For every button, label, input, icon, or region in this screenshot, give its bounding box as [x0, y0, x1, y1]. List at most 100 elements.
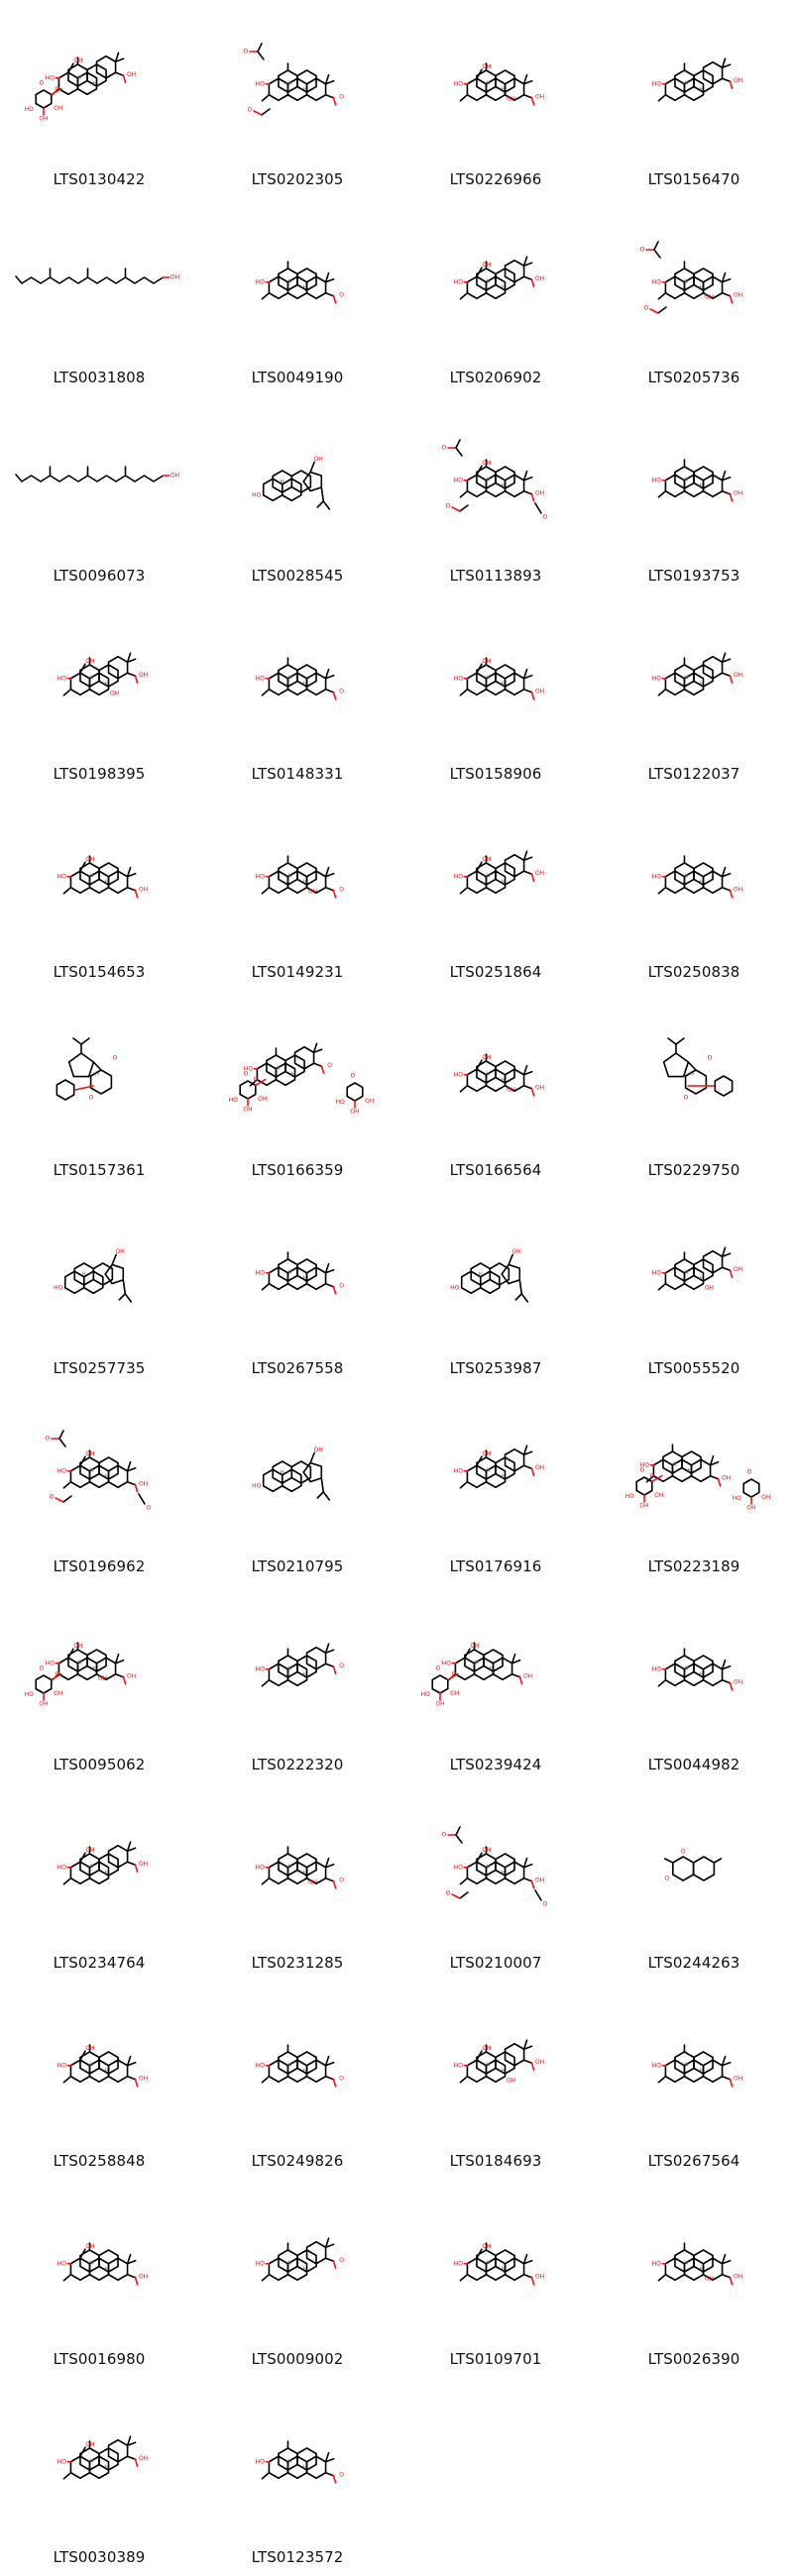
svg-text:H: H	[303, 2465, 307, 2471]
svg-text:H: H	[700, 1276, 704, 1282]
svg-text:OH: OH	[170, 274, 179, 281]
molecule-id-label: LTS0055520	[647, 1359, 740, 1377]
svg-text:H: H	[502, 2267, 506, 2273]
svg-text:H: H	[700, 87, 704, 93]
svg-text:H: H	[288, 279, 292, 285]
svg-text:H: H	[291, 1072, 295, 1078]
svg-text:H: H	[288, 2459, 292, 2465]
molecule-structure-drawing: OOH	[56, 1037, 118, 1102]
svg-text:H: H	[105, 2069, 109, 2075]
svg-text:H: H	[303, 682, 307, 688]
molecule-id-label: LTS0016980	[53, 2350, 146, 2368]
svg-text:H: H	[277, 1066, 281, 1072]
svg-text:H: H	[90, 2063, 94, 2069]
molecule-id-label: LTS0250838	[647, 963, 740, 981]
svg-text:H: H	[700, 483, 704, 489]
svg-text:HO: HO	[57, 1864, 67, 1871]
svg-text:OH: OH	[734, 291, 742, 298]
svg-text:OH: OH	[243, 1107, 252, 1114]
svg-text:H: H	[281, 1470, 284, 1476]
svg-text:OH: OH	[535, 2273, 544, 2280]
svg-text:OH: OH	[523, 1672, 532, 1679]
svg-text:HO: HO	[652, 1665, 662, 1672]
svg-text:H: H	[95, 1072, 99, 1078]
svg-text:OH: OH	[734, 1678, 742, 1685]
svg-text:H: H	[685, 874, 689, 880]
svg-text:HO: HO	[256, 278, 266, 285]
svg-text:OH: OH	[139, 2075, 148, 2082]
svg-text:OH: OH	[482, 460, 491, 467]
svg-text:HO: HO	[652, 80, 662, 87]
molecule-id-label: LTS0009002	[251, 2350, 344, 2368]
svg-text:HO: HO	[256, 2458, 266, 2465]
svg-text:H: H	[700, 1672, 704, 1678]
svg-text:OH: OH	[535, 275, 544, 282]
svg-text:H: H	[303, 880, 307, 886]
molecule-id-label: LTS0148331	[251, 765, 344, 783]
molecule-id-label: LTS0253987	[449, 1359, 542, 1377]
svg-text:H: H	[487, 2063, 491, 2069]
molecule-id-label: LTS0234764	[53, 1954, 146, 1972]
svg-text:OH: OH	[98, 1675, 107, 1682]
svg-text:OH: OH	[115, 1248, 124, 1255]
molecule-structure-drawing: OH	[15, 268, 179, 284]
svg-text:O: O	[339, 1282, 344, 1289]
svg-text:OH: OH	[507, 1087, 515, 1094]
molecule-id-label: LTS0206902	[449, 369, 542, 386]
molecule-cell: OH LTS0096073	[0, 396, 198, 594]
molecule-id-label: LTS0196962	[53, 1557, 146, 1575]
svg-text:OH: OH	[54, 1690, 62, 1697]
svg-text:OH: OH	[511, 1248, 520, 1255]
svg-text:H: H	[685, 81, 689, 87]
molecule-id-label: LTS0030389	[53, 2548, 146, 2566]
svg-text:HO: HO	[54, 1284, 63, 1291]
molecule-id-label: LTS0231285	[251, 1954, 344, 1972]
molecule-id-label: LTS0157361	[53, 1161, 146, 1179]
svg-text:OH: OH	[39, 116, 48, 123]
svg-text:H: H	[479, 1272, 483, 1278]
svg-text:OH: OH	[470, 1643, 479, 1650]
svg-text:H: H	[490, 1666, 494, 1672]
svg-text:OH: OH	[482, 2243, 491, 2250]
molecule-id-label: LTS0096073	[53, 567, 146, 585]
svg-text:HO: HO	[57, 873, 67, 880]
svg-text:H: H	[288, 1270, 292, 1276]
svg-text:OH: OH	[73, 1643, 82, 1650]
svg-text:H: H	[90, 2459, 94, 2465]
svg-text:OH: OH	[535, 1877, 544, 1883]
svg-text:OH: OH	[170, 473, 179, 480]
svg-text:H: H	[487, 1072, 491, 1078]
svg-text:HO: HO	[652, 2062, 662, 2069]
svg-text:H: H	[700, 880, 704, 886]
svg-text:H: H	[685, 2063, 689, 2069]
svg-text:OH: OH	[535, 93, 544, 100]
svg-text:H: H	[502, 682, 506, 688]
svg-text:HO: HO	[454, 1467, 464, 1474]
